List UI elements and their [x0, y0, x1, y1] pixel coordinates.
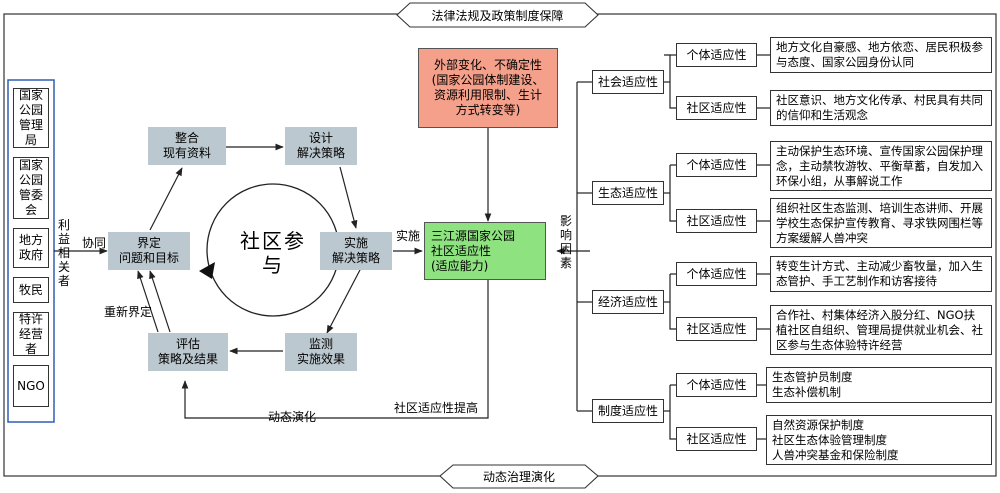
- economic-community-text: 合作社、村集体经济入股分红、NGO扶植社区自组织、管理局提供就业机会、社区参与生…: [770, 305, 992, 355]
- integrate-data-box: 整合 现有资料: [148, 127, 226, 165]
- social-community-text: 社区意识、地方文化传承、村民具有共同的信仰和生活观念: [770, 90, 992, 126]
- improvement-label: 社区适应性提高: [394, 401, 479, 415]
- economic-adaptability-box: 经济适应性: [592, 290, 664, 314]
- stakeholder-management-bureau: 国家公园管理局: [13, 88, 49, 148]
- central-adaptability-box: 三江源国家公园 社区适应性 (适应能力): [424, 222, 546, 280]
- institutional-adaptability-box: 制度适应性: [592, 399, 664, 423]
- top-banner: 法律法规及政策制度保障: [431, 8, 564, 23]
- economic-individual-box: 个体适应性: [676, 262, 757, 286]
- economic-individual-text: 转变生计方式、主动减少畜牧量，加入生态管护、手工艺制作和访客接待: [770, 256, 992, 292]
- ecological-community-text: 组织社区生态监测、培训生态讲师、开展学校生态保护宣传教育、寻求铁网围栏等方案缓解…: [770, 198, 992, 248]
- economic-community-box: 社区适应性: [676, 317, 757, 341]
- stakeholder-local-government: 地方政府: [13, 228, 49, 268]
- institutional-individual-box: 个体适应性: [676, 373, 757, 397]
- implement-label: 实施: [396, 229, 421, 243]
- stakeholder-concessionaires: 特许经营者: [13, 312, 49, 356]
- stakeholders-label: 利益相关者: [58, 218, 71, 288]
- monitor-effect-box: 监测 实施效果: [285, 333, 357, 371]
- stakeholder-management-committee: 国家公园管委会: [13, 157, 49, 219]
- ecological-individual-text: 主动保护生态环境、宣传国家公园保护理念，主动禁牧游牧、平衡草蓄，自发加入环保小组…: [770, 141, 992, 191]
- dynamic-evolution-label: 动态演化: [268, 410, 317, 424]
- external-change-box: 外部变化、不确定性 (国家公园体制建设、 资源利用限制、生计 方式转变等): [418, 48, 558, 128]
- define-problem-box: 界定 问题和目标: [108, 232, 190, 270]
- social-community-box: 社区适应性: [676, 96, 757, 120]
- influence-label: 影响因素: [560, 214, 573, 270]
- stakeholder-ngo: NGO: [13, 365, 49, 407]
- community-participation-label: 社区参与: [240, 229, 306, 277]
- social-adaptability-box: 社会适应性: [592, 70, 664, 94]
- implement-strategy-box: 实施 解决策略: [320, 232, 392, 270]
- social-individual-box: 个体适应性: [676, 43, 757, 67]
- cooperate-label: 协同: [82, 236, 107, 250]
- bottom-banner: 动态治理演化: [482, 470, 555, 484]
- design-strategy-box: 设计 解决策略: [285, 127, 357, 165]
- institutional-individual-text: 生态管护员制度 生态补偿机制: [766, 367, 992, 403]
- social-individual-text: 地方文化自豪感、地方依恋、居民积极参与态度、国家公园身份认同: [770, 37, 992, 73]
- evaluate-strategy-box: 评估 策略及结果: [148, 333, 228, 371]
- institutional-community-text: 自然资源保护制度 社区生态体验管理制度 人兽冲突基金和保险制度: [766, 415, 992, 465]
- ecological-individual-box: 个体适应性: [676, 153, 757, 177]
- ecological-community-box: 社区适应性: [676, 209, 757, 233]
- institutional-community-box: 社区适应性: [676, 427, 757, 451]
- ecological-adaptability-box: 生态适应性: [592, 181, 664, 205]
- redefine-label: 重新界定: [104, 305, 153, 319]
- stakeholder-herders: 牧民: [13, 277, 49, 303]
